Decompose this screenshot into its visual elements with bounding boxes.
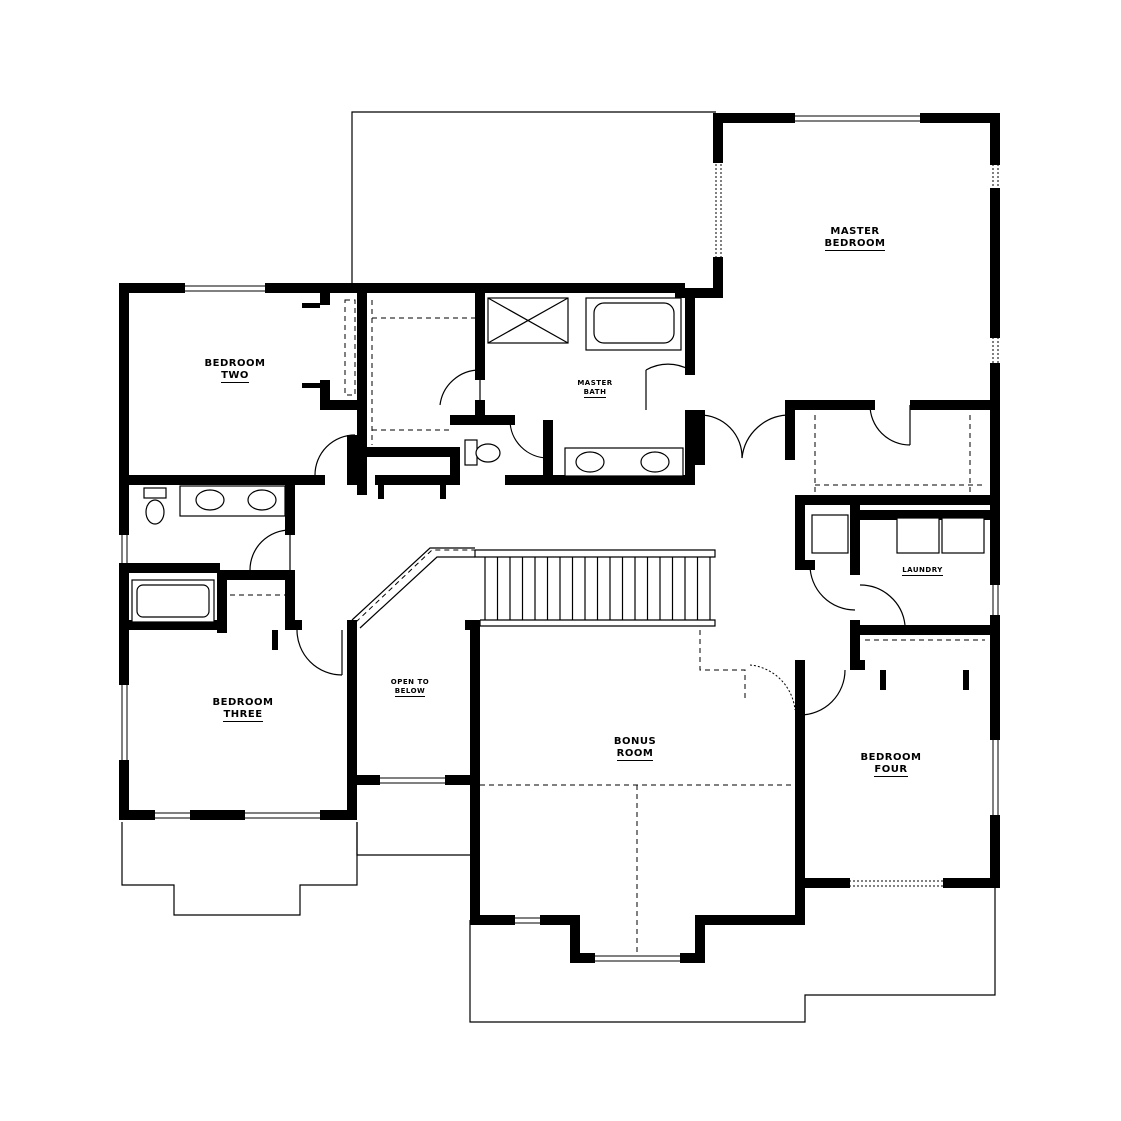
open-to-below-line2: Below — [394, 687, 426, 697]
deck-outlines — [121, 111, 996, 1023]
bedroom-four-line2: Four — [874, 764, 908, 777]
master-bath-line2: Bath — [583, 388, 607, 398]
label-bonus-room: Bonus Room — [580, 736, 690, 761]
master-bedroom-line1: Master — [830, 226, 880, 237]
label-bedroom-three: Bedroom Three — [188, 697, 298, 722]
open-to-below-line1: Open To — [390, 678, 430, 686]
label-master-bedroom: Master Bedroom — [800, 226, 910, 251]
master-bath-line1: Master — [577, 379, 613, 387]
windows — [121, 115, 999, 962]
staircase — [351, 547, 716, 629]
fixtures — [131, 297, 985, 623]
label-open-to-below: Open To Below — [375, 678, 445, 697]
bedroom-two-line2: Two — [221, 370, 249, 383]
bedroom-three-line1: Bedroom — [212, 697, 274, 708]
bedroom-three-line2: Three — [223, 709, 263, 722]
bedroom-two-line1: Bedroom — [204, 358, 266, 369]
master-bedroom-line2: Bedroom — [824, 238, 886, 251]
bonus-room-line1: Bonus — [613, 736, 657, 747]
jambs — [272, 303, 969, 690]
label-bedroom-two: Bedroom Two — [180, 358, 290, 383]
laundry-line1: Laundry — [902, 566, 943, 576]
label-master-bath: Master Bath — [560, 379, 630, 398]
doors — [249, 363, 911, 716]
interior-walls — [119, 283, 1000, 785]
closet-shelving — [230, 299, 985, 955]
label-bedroom-four: Bedroom Four — [836, 752, 946, 777]
bonus-room-line2: Room — [616, 748, 654, 761]
bedroom-four-line1: Bedroom — [860, 752, 922, 763]
label-laundry: Laundry — [885, 566, 960, 576]
